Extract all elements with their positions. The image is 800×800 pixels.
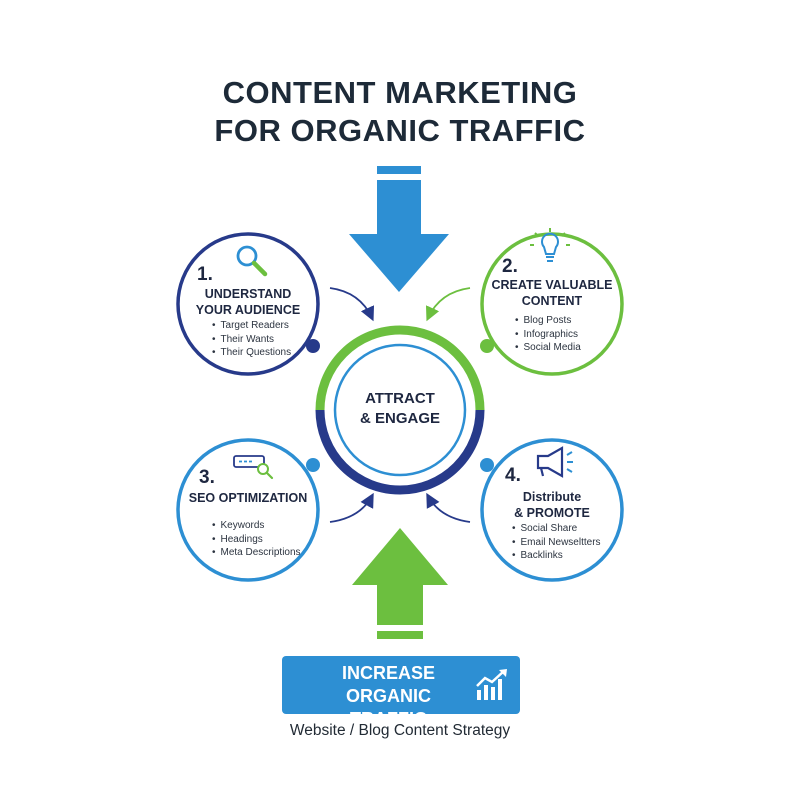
bottom-up-arrow xyxy=(352,528,448,639)
step2-number: 2. xyxy=(502,256,518,277)
center-label-line2: & ENGAGE xyxy=(359,410,440,427)
step1-title: UNDERSTAND YOUR AUDIENCE xyxy=(184,286,312,318)
arrow-step4-to-center xyxy=(426,492,471,523)
list-item: Meta Descriptions xyxy=(212,546,301,560)
lightbulb-icon xyxy=(530,228,570,262)
step2-title-line1: CREATE VALUABLE xyxy=(491,278,613,292)
arrow-step2-to-center xyxy=(425,287,471,322)
step3-title-line1: SEO OPTIMIZATION xyxy=(188,491,308,505)
list-item: Blog Posts xyxy=(515,314,581,328)
step3-connector-dot xyxy=(306,458,320,472)
step1-title-line1: UNDERSTAND xyxy=(204,287,292,301)
top-down-arrow xyxy=(349,166,449,292)
step4-title-line1: Distribute xyxy=(522,490,582,504)
banner-text-line1: INCREASE xyxy=(341,663,435,683)
arrow-step1-to-center xyxy=(329,287,375,322)
search-bar-icon xyxy=(233,455,274,480)
step3-number: 3. xyxy=(199,467,215,488)
step2-connector-dot xyxy=(480,339,494,353)
list-item: Infographics xyxy=(515,328,581,342)
step4-title-line2: & PROMOTE xyxy=(514,506,590,520)
growth-chart-icon xyxy=(476,669,507,700)
list-item: Target Readers xyxy=(212,319,291,333)
step1-bullets: Target Readers Their Wants Their Questio… xyxy=(212,319,292,360)
step1-title-line2: YOUR AUDIENCE xyxy=(195,303,301,317)
step4-title: Distribute & PROMOTE xyxy=(490,489,614,521)
step1-number: 1. xyxy=(197,264,213,285)
arrow-step3-to-center xyxy=(329,492,374,523)
list-item: Headings xyxy=(212,533,301,547)
list-item: Social Media xyxy=(515,341,581,355)
footer-caption: Website / Blog Content Strategy xyxy=(289,722,511,739)
step3-title: SEO OPTIMIZATION xyxy=(182,490,314,506)
list-item: Their Wants xyxy=(212,333,291,347)
step4-number: 4. xyxy=(505,465,521,486)
list-item: Their Questions xyxy=(212,346,292,360)
page-title-line2: FOR ORGANIC TRAFFIC xyxy=(214,113,586,148)
step4-connector-dot xyxy=(480,458,494,472)
center-ring xyxy=(315,325,485,495)
list-item: Keywords xyxy=(212,519,301,533)
step2-title-line2: CONTENT xyxy=(521,294,583,308)
megaphone-icon xyxy=(536,446,573,478)
center-label: ATTRACT & ENGAGE xyxy=(340,389,460,429)
banner-text-line2: ORGANIC TRAFFIC xyxy=(346,686,431,729)
step2-bullets: Blog Posts Infographics Social Media xyxy=(515,314,581,355)
step4-bullets: Social Share Email Newseltters Backlinks xyxy=(512,522,601,563)
step3-bullets: Keywords Headings Meta Descriptions xyxy=(212,519,301,560)
increase-traffic-banner: INCREASE ORGANIC TRAFFIC xyxy=(282,656,520,729)
banner-text: INCREASE ORGANIC TRAFFIC xyxy=(306,662,471,731)
magnifier-icon xyxy=(236,245,268,277)
step1-connector-dot xyxy=(306,339,320,353)
list-item: Backlinks xyxy=(512,549,601,563)
list-item: Email Newseltters xyxy=(512,536,601,550)
center-label-line1: ATTRACT xyxy=(365,390,435,407)
page-title-line1: CONTENT MARKETING xyxy=(222,75,578,110)
step2-title: CREATE VALUABLE CONTENT xyxy=(486,277,618,309)
list-item: Social Share xyxy=(512,522,601,536)
